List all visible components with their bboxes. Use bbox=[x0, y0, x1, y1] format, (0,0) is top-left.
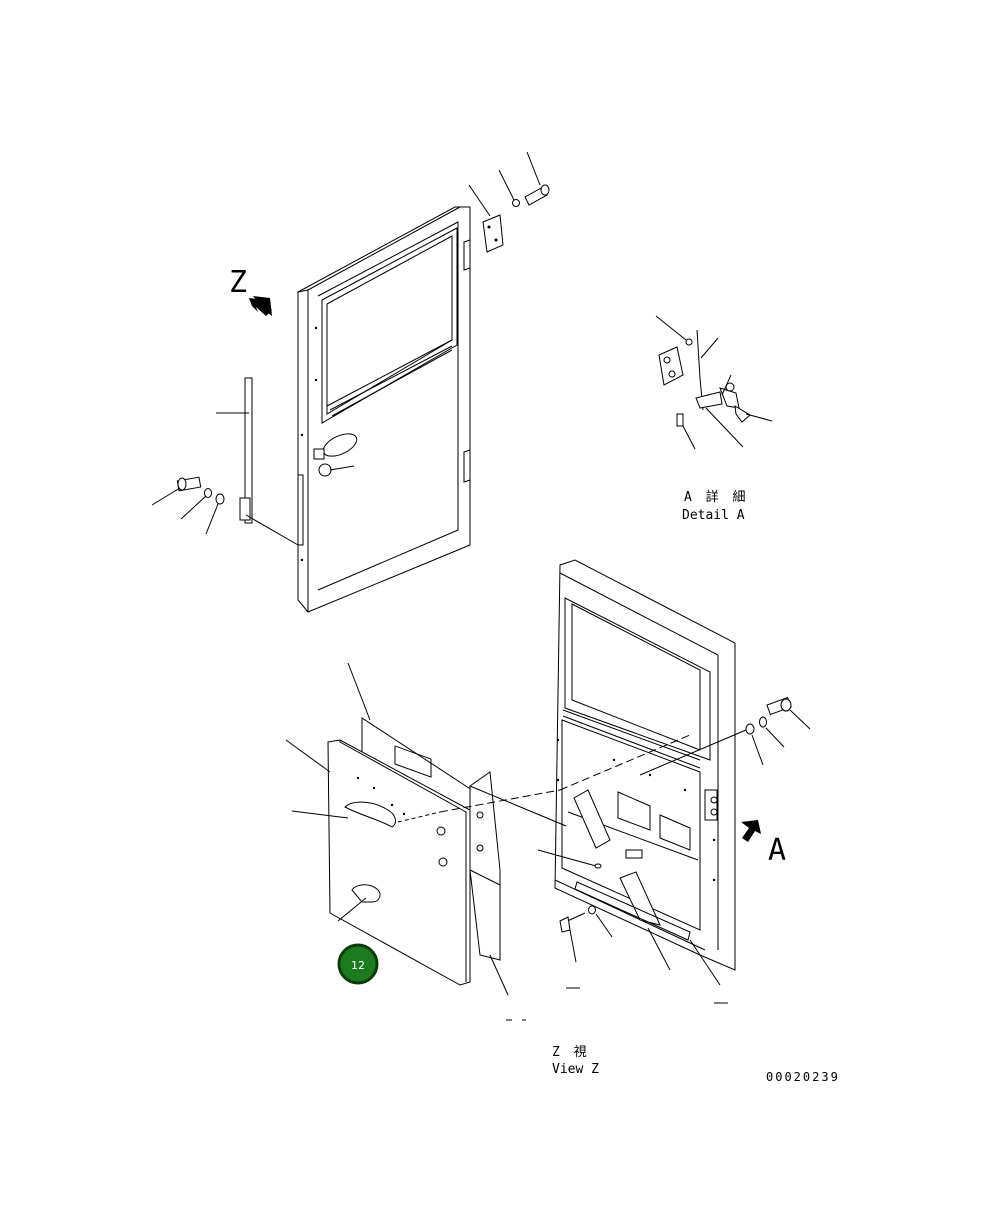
door-assembly-view-z bbox=[554, 559, 736, 971]
hinge-bracket bbox=[468, 184, 504, 253]
door-rod bbox=[216, 377, 299, 546]
bolt-right bbox=[639, 696, 811, 776]
door-window-top bbox=[321, 227, 458, 424]
drawing-number: 00020239 bbox=[766, 1070, 840, 1084]
door-handle-top bbox=[313, 433, 358, 477]
view-z-label-en: View Z bbox=[552, 1062, 599, 1077]
screw-lower bbox=[537, 849, 721, 986]
callout-number: 12 bbox=[351, 959, 365, 972]
detail-a-assembly bbox=[655, 315, 773, 450]
trim-panel-side bbox=[469, 771, 567, 996]
callout-badge[interactable]: 12 bbox=[337, 943, 379, 985]
detail-a-label-jp: A 詳 細 bbox=[684, 489, 748, 505]
view-a-marker: A bbox=[768, 833, 786, 868]
view-z-marker: Z bbox=[229, 265, 247, 300]
detail-a-label-en: Detail A bbox=[682, 508, 745, 523]
arrow-icon bbox=[249, 296, 272, 316]
bolt-top bbox=[498, 151, 550, 207]
arrow-icon bbox=[741, 820, 761, 842]
trim-panel-front bbox=[285, 734, 691, 986]
view-z-label-jp: Z 視 bbox=[552, 1045, 590, 1060]
door-assembly-top bbox=[297, 206, 471, 613]
bolt-left bbox=[151, 476, 225, 535]
